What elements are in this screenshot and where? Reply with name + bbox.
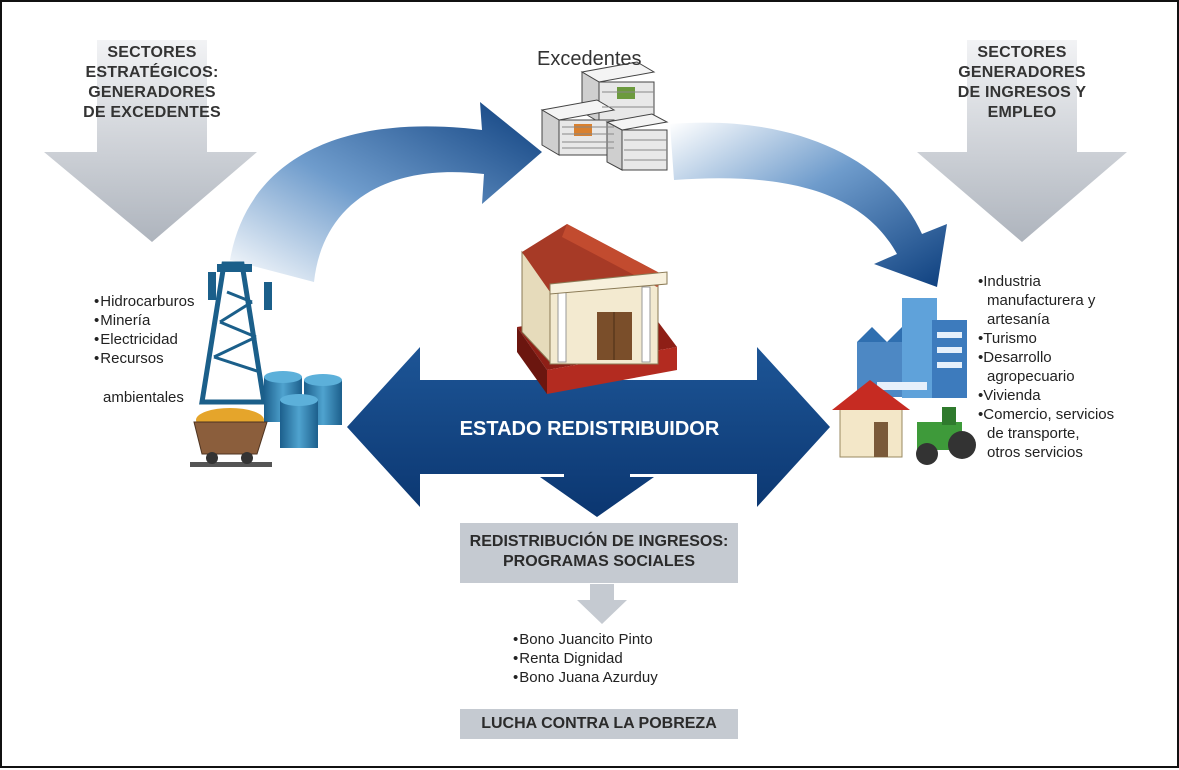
list-item-continuation: otros servicios: [987, 444, 1083, 461]
right-heading-arrow: [917, 40, 1127, 242]
list-item: Electricidad: [94, 330, 194, 349]
left-heading-arrow: [44, 40, 257, 242]
list-item: Renta Dignidad: [513, 649, 658, 668]
arrow-from-excedentes: [670, 122, 947, 287]
right-heading-line: EMPLEO: [987, 104, 1057, 121]
list-item: Hidrocarburos: [94, 292, 194, 311]
list-item: Recursos: [94, 349, 194, 368]
estado-redistribuidor-label: ESTADO REDISTRIBUIDOR: [459, 418, 720, 440]
right-heading-line: SECTORES: [977, 44, 1067, 61]
redistribucion-box: REDISTRIBUCIÓN DE INGRESOS: PROGRAMAS SO…: [460, 523, 738, 583]
programs-list: Bono Juancito Pinto Renta Dignidad Bono …: [513, 630, 658, 687]
government-building-icon: [517, 224, 677, 394]
redistribucion-line: REDISTRIBUCIÓN DE INGRESOS:: [469, 533, 729, 550]
list-item-continuation: manufacturera y: [987, 292, 1096, 309]
redistribucion-line: PROGRAMAS SOCIALES: [502, 553, 695, 570]
excedentes-label: Excedentes: [537, 48, 642, 70]
list-item-continuation: de transporte,: [987, 425, 1080, 442]
list-item: •Turismo: [978, 330, 1037, 347]
list-item-continuation: ambientales: [103, 389, 184, 406]
money-stacks-icon: [540, 61, 669, 171]
left-heading-line: DE EXCEDENTES: [83, 104, 221, 121]
factory-icon: [857, 298, 967, 398]
left-heading-line: GENERADORES: [88, 84, 216, 101]
list-item: •Vivienda: [978, 387, 1041, 404]
list-item: •Comercio, servicios: [978, 406, 1115, 423]
left-heading: SECTORES ESTRATÉGICOS: GENERADORES DE EX…: [74, 43, 230, 123]
left-sector-list: Hidrocarburos Minería Electricidad Recur…: [94, 292, 194, 368]
left-heading-line: ESTRATÉGICOS:: [85, 64, 219, 81]
list-item: •Desarrollo: [978, 349, 1052, 366]
right-heading-line: GENERADORES: [958, 64, 1086, 81]
list-item: Bono Juancito Pinto: [513, 630, 658, 649]
list-item: •Industria: [978, 273, 1041, 290]
left-heading-line: SECTORES: [107, 44, 197, 61]
mine-cart-icon: [190, 408, 272, 467]
oil-derrick-icon: [199, 261, 272, 405]
right-sector-list: •Industria manufacturera y artesanía •Tu…: [978, 272, 1173, 462]
right-heading-line: DE INGRESOS Y: [957, 84, 1087, 101]
list-item-continuation: artesanía: [987, 311, 1050, 328]
arrow-to-programs: [577, 584, 627, 624]
arrow-to-excedentes: [230, 102, 542, 282]
house-icon: [832, 380, 910, 458]
tractor-icon: [916, 407, 976, 465]
lucha-contra-pobreza-box: LUCHA CONTRA LA POBREZA: [460, 709, 738, 739]
list-item: Bono Juana Azurduy: [513, 668, 657, 687]
list-item-continuation: agropecuario: [987, 368, 1075, 385]
list-item: Minería: [94, 311, 194, 330]
right-heading: SECTORES GENERADORES DE INGRESOS Y EMPLE…: [944, 43, 1100, 123]
estado-redistribuidor-arrow: [347, 347, 830, 517]
oil-barrels-icon: [264, 371, 342, 448]
